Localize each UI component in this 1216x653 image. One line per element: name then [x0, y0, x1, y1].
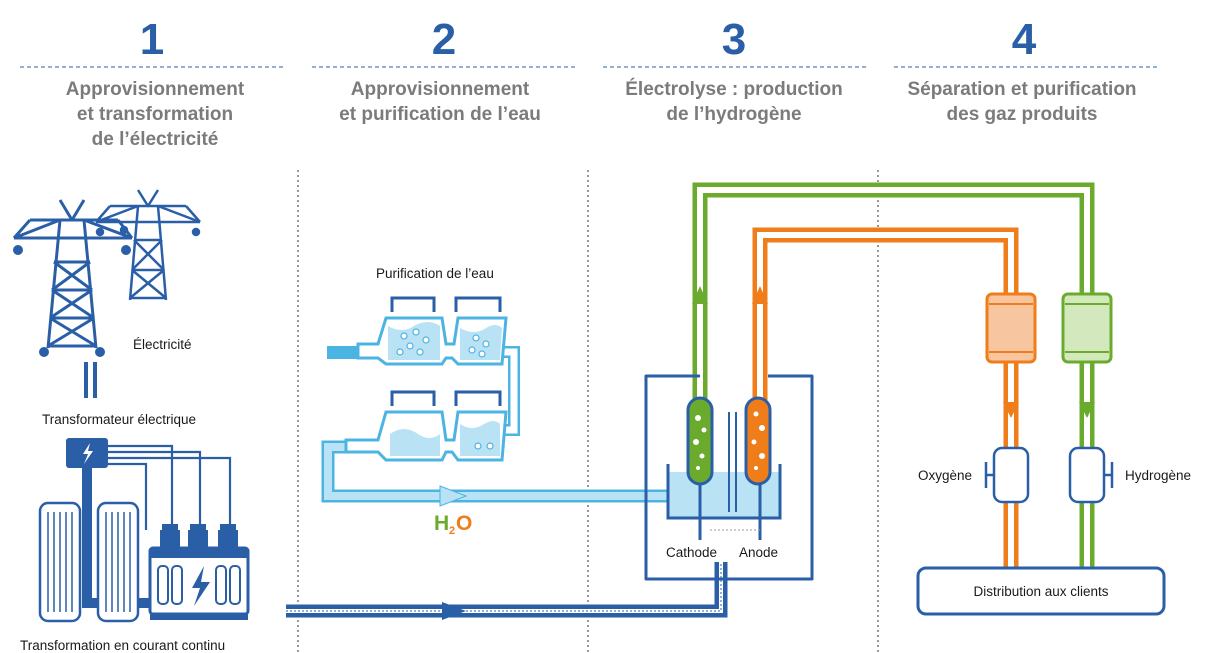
step-4-title-line-1: Séparation et purification: [907, 79, 1136, 100]
label-oxygene: Oxygène: [918, 468, 972, 483]
flow-arrow-icon-o2-down: [1003, 402, 1019, 418]
oxygen-filter: [985, 292, 1037, 364]
label-distribution: Distribution aux clients: [973, 584, 1108, 599]
label-h2o-h: H: [434, 512, 449, 535]
label-anode: Anode: [739, 545, 778, 560]
step-3-number: 3: [722, 15, 746, 64]
rectifier-icon: [148, 524, 250, 620]
column-separators: [297, 170, 879, 653]
label-transformateur: Transformateur électrique: [42, 412, 196, 427]
electrolysis-bath: [666, 396, 782, 540]
radiator-icon: [38, 501, 140, 623]
label-purification-eau: Purification de l’eau: [376, 266, 494, 281]
step-3-title-line-1: Électrolyse : production: [625, 78, 842, 100]
flow-arrow-icon-h2-up: [692, 286, 708, 304]
step-1-title-line-1: Approvisionnement: [66, 79, 245, 100]
label-hydrogene: Hydrogène: [1125, 468, 1191, 483]
electrolyser-housing: [644, 374, 814, 581]
dc-power-line: [286, 562, 728, 620]
label-h2o-sub: 2: [449, 525, 455, 537]
water-inlet: [327, 346, 359, 359]
hydrogen-filter: [1061, 292, 1113, 364]
step-2-title-line-2: et purification de l’eau: [339, 104, 541, 125]
label-h2o-o: O: [456, 512, 472, 535]
step-2-title-line-1: Approvisionnement: [351, 79, 530, 100]
step-1-title-line-3: de l’électricité: [92, 129, 219, 150]
flow-arrow-icon: [442, 602, 466, 620]
step-1-title-line-2: et transformation: [77, 104, 233, 125]
pylon-icon: [95, 189, 201, 301]
distribution-box: [916, 566, 1166, 616]
flow-arrow-icon-o2-up: [752, 286, 768, 304]
connector-bars: [84, 362, 97, 398]
pylon-icon-front: [12, 199, 134, 357]
lightning-icon: [192, 566, 210, 606]
step-3-title-line-2: de l’hydrogène: [666, 104, 801, 125]
bubble-icon: [396, 328, 494, 450]
flow-arrow-icon-water: [439, 485, 468, 507]
step-4-title-line-2: des gaz produits: [947, 104, 1098, 125]
label-electricite: Électricité: [133, 337, 192, 352]
purification-unit: [344, 296, 508, 462]
oxygen-pipe: [752, 227, 1019, 568]
step-2-number: 2: [432, 15, 456, 64]
valve-icon-hydrogen: [1068, 446, 1114, 504]
valve-icon-oxygen: [984, 446, 1030, 504]
label-cathode: Cathode: [666, 545, 717, 560]
step-1-number: 1: [140, 15, 164, 64]
step-4-number: 4: [1012, 15, 1037, 64]
label-transformation-cc: Transformation en courant continu: [20, 638, 225, 653]
flow-arrow-icon-h2-down: [1079, 402, 1095, 418]
